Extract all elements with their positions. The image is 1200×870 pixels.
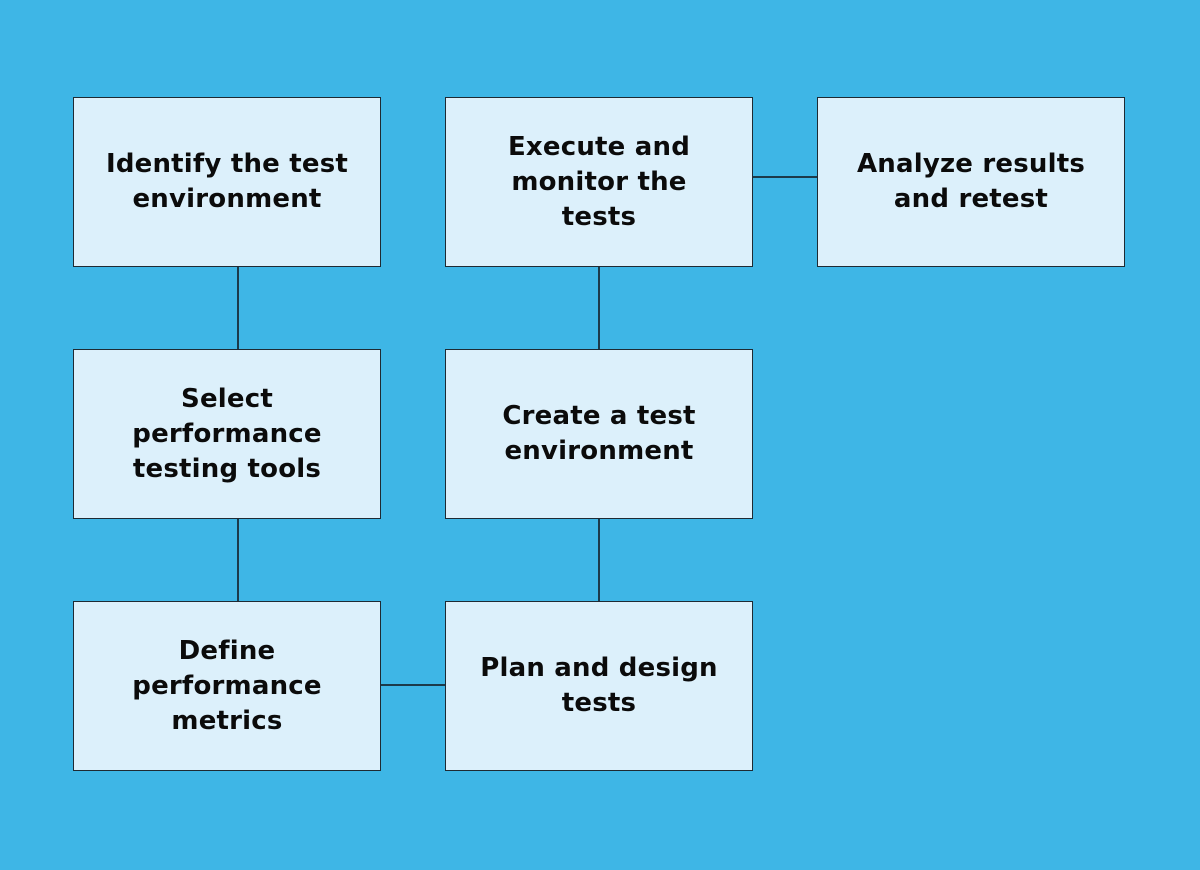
step-label: Define performance metrics bbox=[132, 635, 322, 736]
step-execute-and-monitor-tests: Execute and monitor the tests bbox=[445, 97, 753, 267]
connector-identify-to-select bbox=[237, 267, 239, 349]
step-define-performance-metrics: Define performance metrics bbox=[73, 601, 381, 771]
step-identify-test-environment: Identify the test environment bbox=[73, 97, 381, 267]
step-label: Create a test environment bbox=[502, 401, 696, 466]
connector-define-to-plan bbox=[381, 684, 445, 686]
step-label: Identify the test environment bbox=[105, 149, 349, 214]
step-analyze-results-and-retest: Analyze results and retest bbox=[817, 97, 1125, 267]
step-select-performance-testing-tools: Select performance testing tools bbox=[73, 349, 381, 519]
step-plan-and-design-tests: Plan and design tests bbox=[445, 601, 753, 771]
step-label: Execute and monitor the tests bbox=[507, 131, 691, 232]
connector-create-to-execute bbox=[598, 267, 600, 349]
connector-execute-to-analyze bbox=[753, 176, 817, 178]
step-label: Analyze results and retest bbox=[856, 149, 1086, 214]
connector-plan-to-create bbox=[598, 519, 600, 601]
step-label: Plan and design tests bbox=[480, 653, 718, 718]
connector-select-to-define bbox=[237, 519, 239, 601]
step-create-test-environment: Create a test environment bbox=[445, 349, 753, 519]
step-label: Select performance testing tools bbox=[132, 383, 322, 484]
